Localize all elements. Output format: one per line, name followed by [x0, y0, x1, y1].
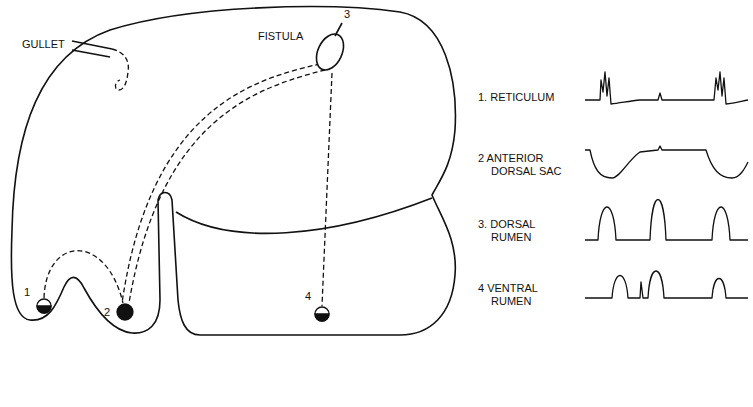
balloon — [315, 307, 329, 321]
callout-number: 3 — [344, 8, 350, 21]
trace-label-text: 1. RETICULUM — [478, 91, 582, 104]
callout-number: 2 — [104, 306, 110, 319]
rumen-pillar — [176, 198, 432, 233]
balloon-fill — [315, 314, 329, 321]
tube-to-anterior-sac — [129, 70, 325, 303]
callout-number-text: 3 — [344, 8, 350, 21]
callout-number: 4 — [305, 290, 311, 303]
part-label-text: FISTULA — [258, 30, 303, 43]
part-label-text: GULLET — [22, 38, 65, 51]
trace-label: 1. RETICULUM — [478, 91, 582, 104]
stomach-outline — [11, 7, 455, 335]
balloon-fill — [37, 306, 51, 313]
pressure-trace — [585, 200, 748, 241]
callout-number-text: 4 — [305, 290, 311, 303]
tube-to-anterior-sac — [122, 64, 320, 303]
trace-label: 2 ANTERIOR DORSAL SAC — [478, 152, 576, 178]
balloon — [117, 304, 133, 320]
balloon — [37, 299, 51, 313]
gullet-inner — [112, 49, 128, 90]
tube-to-reticulum — [44, 251, 123, 303]
trace-label-text: 3. DORSAL RUMEN — [478, 218, 576, 244]
pressure-trace — [585, 72, 748, 104]
pressure-trace — [585, 146, 748, 178]
fistula-leader — [335, 23, 342, 36]
gullet-tube — [72, 41, 112, 57]
part-label: GULLET — [22, 38, 65, 51]
trace-label: 3. DORSAL RUMEN — [478, 218, 576, 244]
pressure-trace — [585, 271, 748, 298]
callout-number-text: 1 — [24, 286, 30, 299]
callout-number-text: 2 — [104, 306, 110, 319]
trace-label-text: 2 ANTERIOR DORSAL SAC — [478, 152, 576, 178]
trace-label-text: 4 VENTRAL RUMEN — [478, 282, 576, 308]
trace-label: 4 VENTRAL RUMEN — [478, 282, 576, 308]
callout-number: 1 — [24, 286, 30, 299]
fistula — [311, 30, 349, 75]
tube-to-ventral-rumen — [322, 73, 332, 306]
part-label: FISTULA — [258, 30, 303, 43]
